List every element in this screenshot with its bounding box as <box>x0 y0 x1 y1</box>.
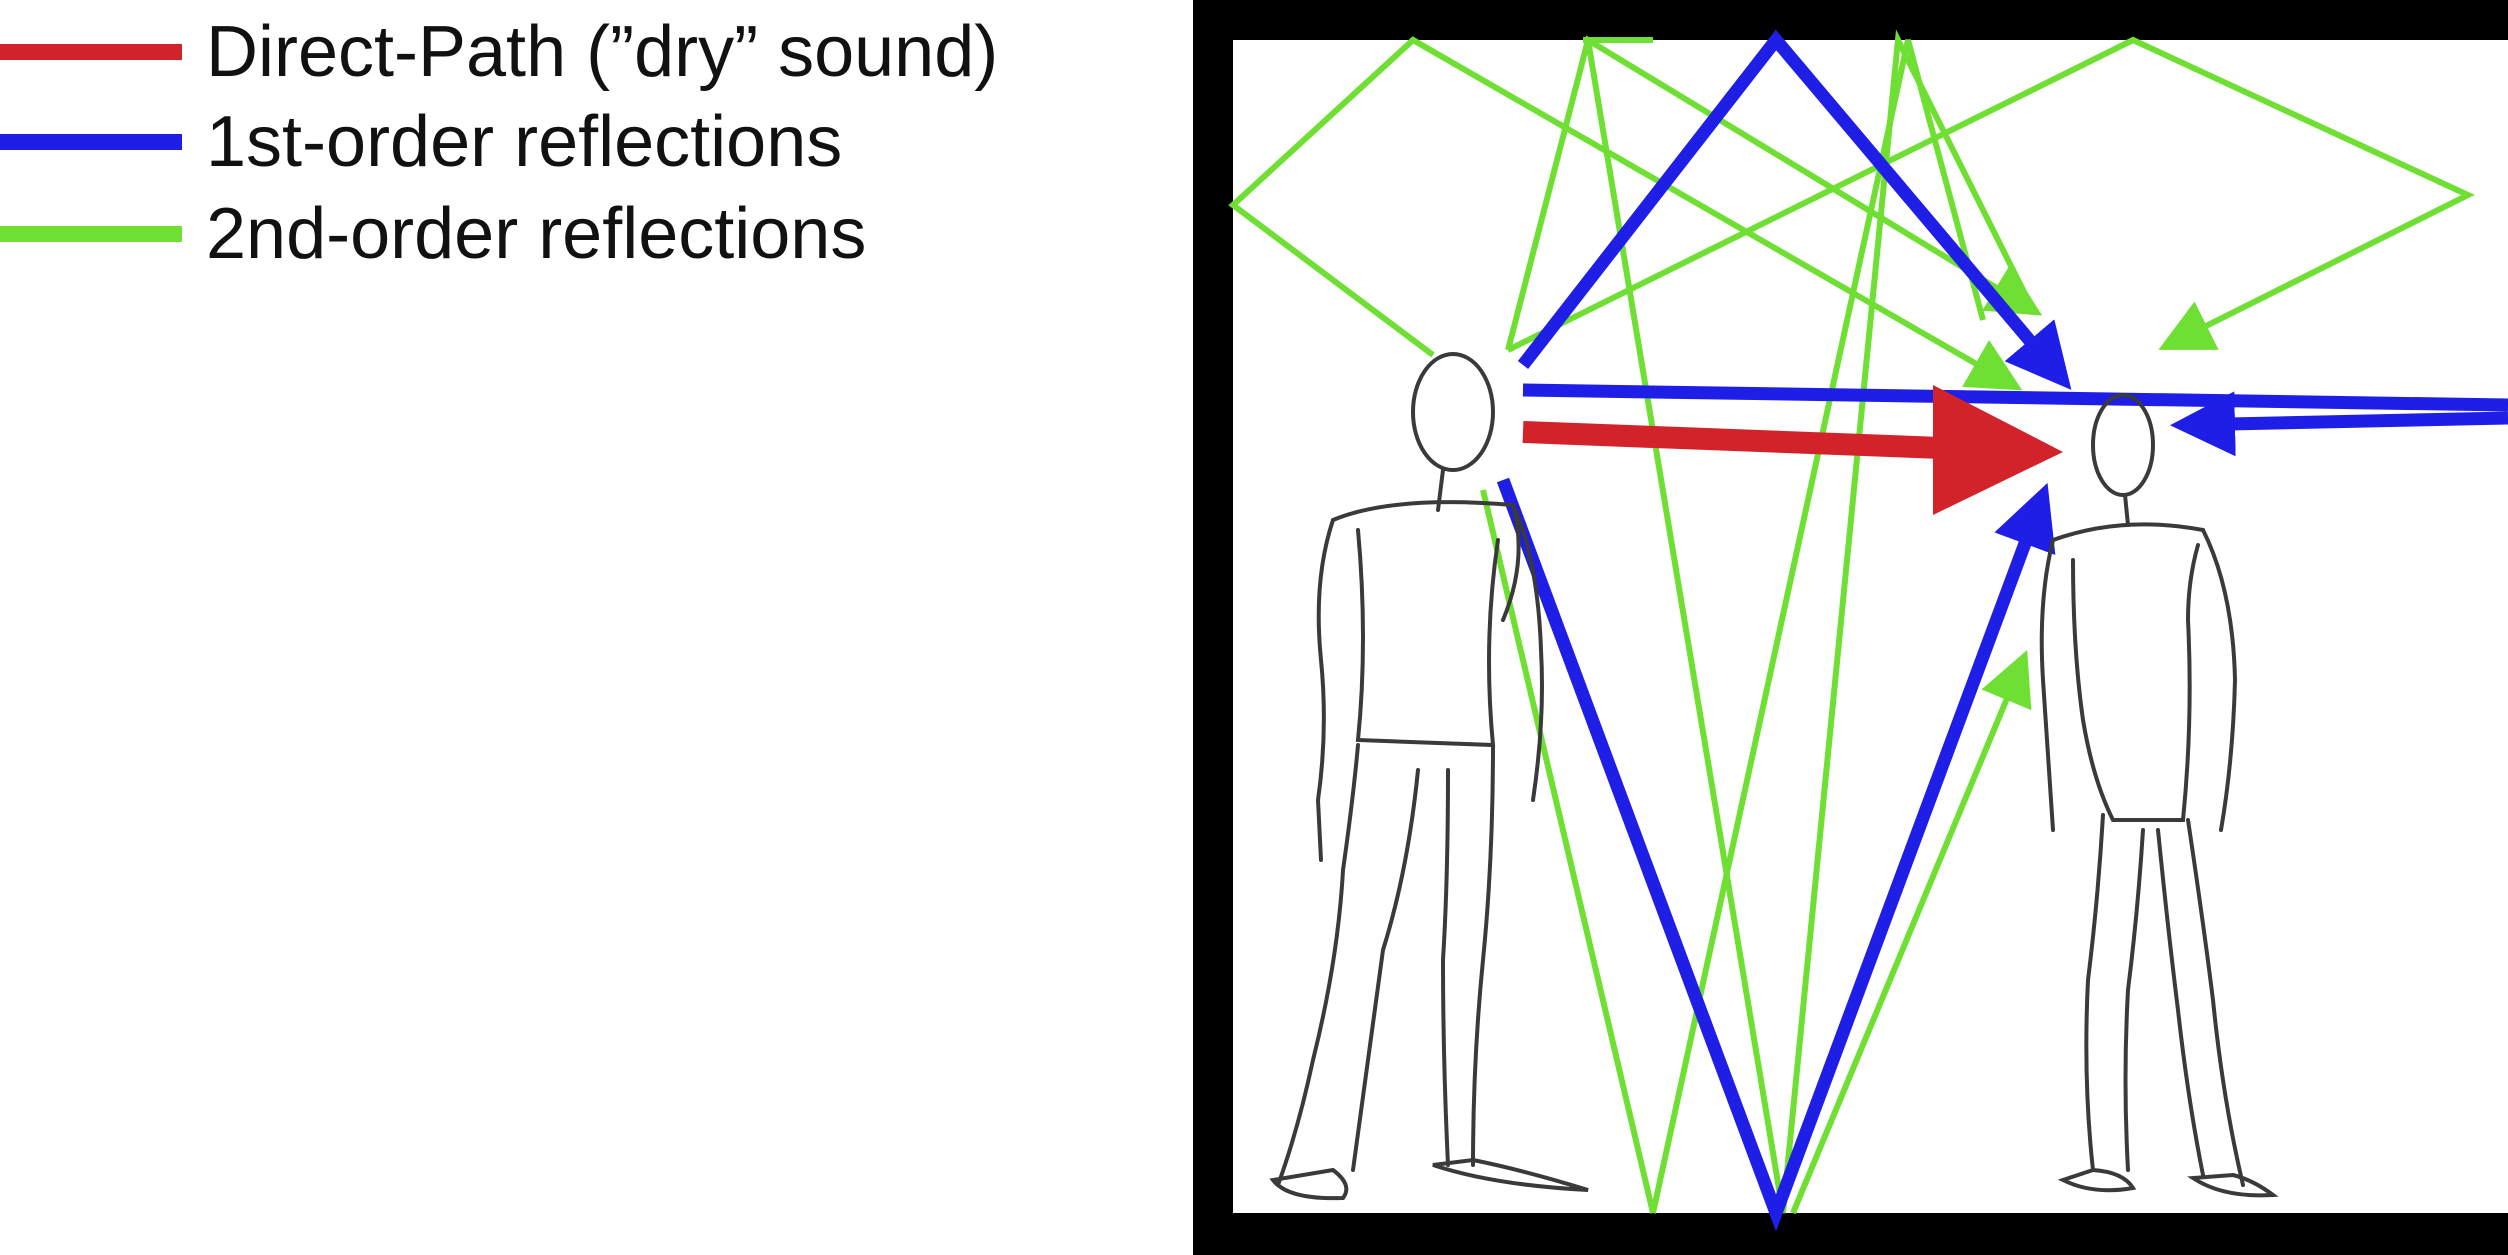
left-head <box>1411 352 1495 472</box>
listener-right <box>2039 393 2279 1198</box>
right-right-leg-inner <box>2156 828 2205 1177</box>
right-shoulders <box>2051 522 2205 542</box>
green-path-8 <box>1790 650 2032 1215</box>
right-neck <box>2123 493 2130 527</box>
blue-path-ceiling <box>1517 29 2072 390</box>
right-left-foot <box>2057 1167 2137 1193</box>
direct-path-arrowhead <box>1933 385 2063 515</box>
left-left-leg-inner <box>1351 768 1420 1172</box>
blue-path-floor <box>1496 477 2056 1232</box>
left-torso <box>1355 528 1500 748</box>
direct-path <box>1522 385 2063 515</box>
legend-item-second-order: 2nd-order reflections <box>0 186 866 282</box>
first-order-reflections <box>1496 29 2508 1232</box>
left-right-arm <box>1511 503 1544 802</box>
legend-label-first-order: 1st-order reflections <box>206 102 843 182</box>
legend-item-direct-path: Direct-Path (”dry” sound) <box>0 4 998 100</box>
right-right-arm <box>2201 528 2238 832</box>
green-path-1 <box>1228 36 2023 391</box>
second-order-swatch <box>0 226 182 242</box>
green-path-5 <box>1585 29 2036 1214</box>
green-path-3 <box>1506 36 2475 353</box>
legend: Direct-Path (”dry” sound) 1st-order refl… <box>0 0 1150 300</box>
left-shoulders <box>1331 500 1521 622</box>
left-left-leg-outer <box>1276 743 1360 1187</box>
room-interior <box>1233 40 2508 1213</box>
left-left-arm <box>1315 518 1335 862</box>
second-order-reflections <box>1228 29 2475 1215</box>
room-svg <box>1193 0 2508 1255</box>
left-right-foot <box>1432 1157 1589 1192</box>
direct-path-line <box>1522 421 1994 461</box>
right-left-arm <box>2039 538 2055 832</box>
listener-left <box>1269 352 1589 1201</box>
right-left-leg-outer <box>2084 813 2105 1172</box>
first-order-swatch <box>0 134 182 150</box>
blue-path-right-return <box>2170 391 2508 457</box>
right-left-leg-inner <box>2123 828 2145 1172</box>
left-left-foot <box>1269 1167 1349 1201</box>
direct-path-swatch <box>0 44 182 60</box>
room-diagram <box>1193 0 2508 1255</box>
green-path-6 <box>1480 489 1656 1214</box>
legend-label-second-order: 2nd-order reflections <box>206 194 867 274</box>
right-torso <box>2071 543 2200 822</box>
right-right-leg-outer <box>2186 818 2245 1187</box>
legend-item-first-order: 1st-order reflections <box>0 94 842 190</box>
legend-label-direct-path: Direct-Path (”dry” sound) <box>206 12 999 92</box>
blue-path-right-wall <box>1522 383 2508 412</box>
green-path-7 <box>1650 39 1986 1214</box>
left-right-leg-inner <box>1440 768 1450 1167</box>
right-right-foot <box>2187 1172 2279 1198</box>
left-right-leg-outer <box>1471 743 1495 1167</box>
